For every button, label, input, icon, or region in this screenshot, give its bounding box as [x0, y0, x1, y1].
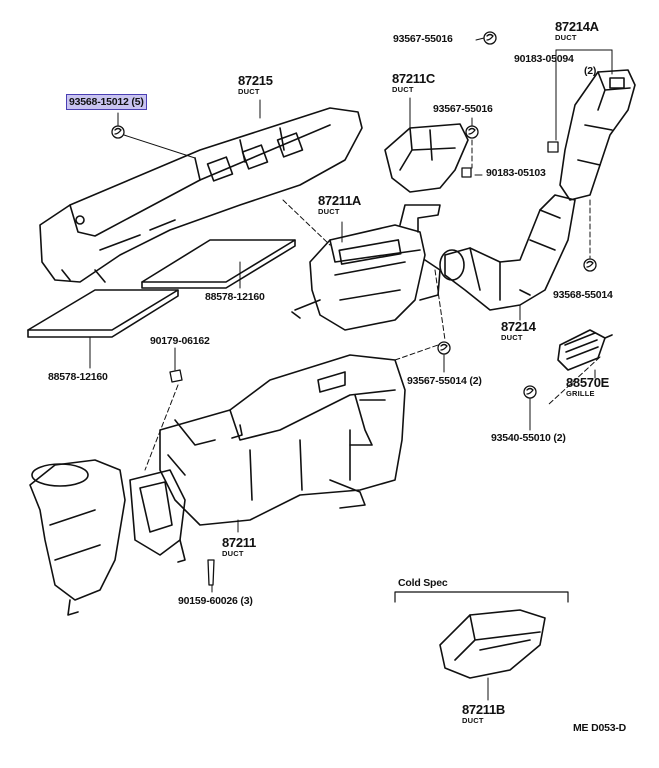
label-93568-15012: 93568-15012 (5) — [66, 94, 147, 110]
part-desc-87211b: DUCT — [462, 716, 484, 725]
label-88578-12160-upper: 88578-12160 — [205, 292, 265, 303]
part-number-87211b[interactable]: 87211B — [462, 702, 506, 717]
part-number-90183-05103[interactable]: 90183-05103 — [486, 167, 546, 179]
label-90179-06162: 90179-06162 — [150, 336, 210, 347]
diagram-code: ME D053-D — [573, 722, 627, 734]
label-93568-55014: 93568-55014 — [553, 290, 613, 301]
part-desc-87214a: DUCT — [555, 33, 577, 42]
label-90183-05103: 90183-05103 — [486, 168, 546, 179]
duct-87214-shape — [439, 194, 576, 311]
part-number-90183-05094[interactable]: 90183-05094 — [514, 53, 574, 65]
part-number-90159-60026[interactable]: 90159-60026 (3) — [178, 595, 253, 607]
label-93540-55010: 93540-55010 (2) — [491, 433, 566, 444]
label-93567-55016-mid: 93567-55016 — [433, 104, 493, 115]
part-number-93567-55016-mid[interactable]: 93567-55016 — [433, 103, 493, 115]
part-number-88570e[interactable]: 88570E — [566, 375, 610, 390]
part-number-87215[interactable]: 87215 — [238, 73, 273, 88]
duct-87211b-shape — [439, 609, 546, 679]
label-90183-05094: 90183-05094 — [514, 54, 574, 65]
heater-unit-87211-shape — [129, 354, 406, 563]
part-number-90179-06162[interactable]: 90179-06162 — [150, 335, 210, 347]
label-87214a: 87214A DUCT — [555, 20, 599, 42]
label-diagram-code: ME D053-D — [573, 723, 626, 734]
part-number-88578-12160-lower[interactable]: 88578-12160 — [48, 371, 108, 383]
part-desc-88570e: GRILLE — [566, 389, 595, 398]
part-desc-87211a: DUCT — [318, 207, 340, 216]
part-number-87214a[interactable]: 87214A — [555, 19, 599, 34]
label-87211b: 87211B DUCT — [462, 703, 505, 725]
grille-88570e-shape — [557, 329, 613, 371]
label-88570e: 88570E GRILLE — [566, 376, 609, 398]
part-number-87211a[interactable]: 87211A — [318, 193, 362, 208]
blower-outlet-shape — [29, 459, 126, 616]
leader-lines — [89, 37, 613, 701]
part-desc-87211: DUCT — [222, 549, 244, 558]
label-93567-55016-top: 93567-55016 — [393, 34, 453, 45]
label-cold-spec: Cold Spec — [398, 578, 448, 589]
label-87211: 87211 DUCT — [222, 536, 256, 558]
highlighted-part-number[interactable]: 93568-15012 (5) — [66, 94, 147, 110]
part-number-93540-55010[interactable]: 93540-55010 (2) — [491, 432, 566, 444]
part-desc-87215: DUCT — [238, 87, 260, 96]
label-90183-05094-qty: (2) — [584, 66, 596, 77]
filter-upper-shape — [141, 239, 296, 289]
part-number-87211[interactable]: 87211 — [222, 535, 256, 550]
cold-spec-heading: Cold Spec — [398, 577, 448, 589]
part-number-87214[interactable]: 87214 — [501, 319, 536, 334]
label-87211a: 87211A DUCT — [318, 194, 361, 216]
duct-87214a-shape — [559, 69, 636, 201]
part-number-93567-55016-top[interactable]: 93567-55016 — [393, 33, 453, 45]
part-number-93568-55014[interactable]: 93568-55014 — [553, 289, 613, 301]
duct-87211a-shape — [291, 204, 441, 331]
filter-lower-shape — [27, 289, 179, 338]
dashed-leader-lines — [144, 139, 601, 471]
label-90159-60026: 90159-60026 (3) — [178, 596, 253, 607]
label-87214: 87214 DUCT — [501, 320, 536, 342]
part-number-93567-55014[interactable]: 93567-55014 (2) — [407, 375, 482, 387]
label-87215: 87215 DUCT — [238, 74, 273, 96]
duct-87211c-shape — [384, 123, 469, 193]
label-87211c: 87211C DUCT — [392, 72, 435, 94]
label-88578-12160-lower: 88578-12160 — [48, 372, 108, 383]
part-desc-87214: DUCT — [501, 333, 523, 342]
duct-87215-shape — [39, 107, 363, 283]
part-number-87211c[interactable]: 87211C — [392, 71, 436, 86]
part-desc-87211c: DUCT — [392, 85, 414, 94]
quantity-90183-05094: (2) — [584, 65, 597, 77]
part-number-88578-12160-upper[interactable]: 88578-12160 — [205, 291, 265, 303]
label-93567-55014: 93567-55014 (2) — [407, 376, 482, 387]
